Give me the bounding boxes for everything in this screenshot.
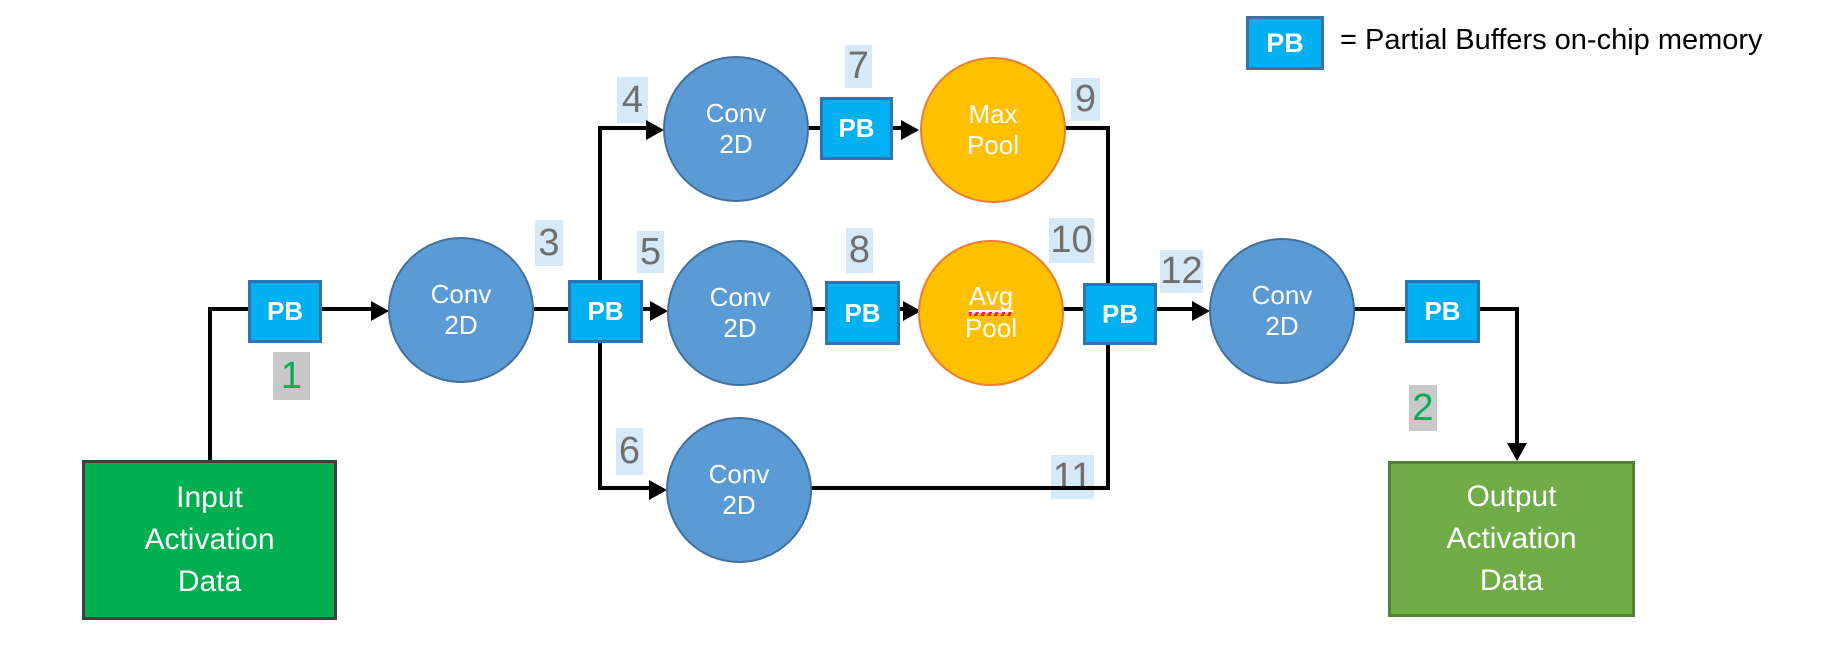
step-badge-8: 8 <box>846 228 873 273</box>
max-pool-label-line1: Max <box>968 99 1018 130</box>
conv2d-node-5: Conv 2D <box>1209 238 1355 384</box>
conv2d-label-line2: 2D <box>719 129 753 159</box>
flow-line-conv3-to-pb4 <box>810 307 827 311</box>
flow-line-pb3-to-maxpool <box>891 126 903 130</box>
pb-node-1: PB <box>248 280 322 343</box>
pb-node-label: PB <box>1424 296 1461 326</box>
legend-pb-label: PB <box>1266 27 1304 58</box>
conv2d-label-line1: Conv <box>1251 280 1313 311</box>
input-activation-box: Input Activation Data <box>82 460 337 620</box>
step-badge-12: 12 <box>1160 250 1203 293</box>
arrowhead-into-output <box>1507 443 1527 461</box>
step-badge-label: 8 <box>848 229 871 271</box>
step-badge-label: 2 <box>1412 386 1434 429</box>
step-badge-2: 2 <box>1409 385 1437 431</box>
conv2d-node-4: Conv 2D <box>666 417 812 563</box>
pb-node-label: PB <box>587 296 624 326</box>
legend-text: = Partial Buffers on-chip memory <box>1340 24 1763 56</box>
conv2d-label-line1: Conv <box>709 282 771 313</box>
input-box-line1: Input <box>176 481 243 514</box>
step-badge-6: 6 <box>616 428 643 475</box>
pb-node-label: PB <box>1101 298 1139 329</box>
pb-node-5: PB <box>1083 283 1157 345</box>
step-badge-label: 5 <box>639 230 662 273</box>
step-badge-label: 1 <box>280 354 303 397</box>
step-badge-9: 9 <box>1071 78 1100 121</box>
flow-line-avgpool-to-pb5 <box>1060 307 1085 311</box>
arrowhead-into-conv2 <box>646 120 664 140</box>
avg-pool-label-line1: Avg <box>968 282 1014 317</box>
arrowhead-into-conv4 <box>649 480 667 500</box>
conv2d-label-line2: 2D <box>722 490 756 520</box>
flow-line-output-down <box>1515 307 1519 445</box>
conv2d-node-2: Conv 2D <box>663 56 809 202</box>
pb-node-2: PB <box>568 280 643 343</box>
pb-node-4: PB <box>825 281 900 345</box>
flow-line-top-branch <box>598 126 648 130</box>
input-box-line2: Activation <box>144 523 275 556</box>
flow-line-pb1-to-conv1 <box>320 307 372 311</box>
output-box-line1: Output <box>1466 480 1557 513</box>
step-badge-label: 12 <box>1160 250 1203 292</box>
avg-pool-node: Avg Pool <box>918 240 1064 386</box>
step-badge-10: 10 <box>1049 218 1094 263</box>
pb-node-label: PB <box>844 297 881 328</box>
arrowhead-into-maxpool <box>901 120 919 140</box>
conv2d-node-1: Conv 2D <box>388 237 534 383</box>
step-badge-label: 3 <box>538 221 560 264</box>
flow-line-input-to-pb1 <box>208 307 250 311</box>
pb-node-label: PB <box>266 296 304 326</box>
pb-node-3: PB <box>820 97 893 160</box>
step-badge-label: 6 <box>618 430 641 472</box>
arrowhead-into-conv3 <box>650 301 668 321</box>
step-badge-5: 5 <box>637 231 664 273</box>
step-badge-11: 11 <box>1051 455 1094 499</box>
flow-line-conv1-to-pb2 <box>531 307 570 311</box>
flow-line-pb4-to-avgpool <box>898 307 906 311</box>
conv2d-label-line1: Conv <box>705 98 767 129</box>
output-activation-box: Output Activation Data <box>1388 461 1635 617</box>
flow-line-conv4-to-merge <box>810 486 1110 490</box>
flow-line-pb5-to-conv5 <box>1155 307 1195 311</box>
arrowhead-into-conv5 <box>1192 301 1210 321</box>
step-badge-label: 11 <box>1052 455 1093 498</box>
arrowhead-into-avgpool <box>903 301 921 321</box>
step-badge-label: 10 <box>1050 219 1093 261</box>
conv2d-label-line2: 2D <box>1265 311 1299 341</box>
step-badge-7: 7 <box>845 45 872 88</box>
step-badge-3: 3 <box>535 220 563 266</box>
step-badge-label: 7 <box>847 45 870 87</box>
legend-pb-icon: PB <box>1246 16 1324 70</box>
flow-line-input-up <box>208 309 212 462</box>
arrowhead-into-conv1 <box>371 301 389 321</box>
flow-line-conv5-to-pb6 <box>1352 307 1407 311</box>
flow-line-maxpool-to-corner <box>1064 126 1110 130</box>
conv2d-label-line2: 2D <box>444 310 478 340</box>
step-badge-1: 1 <box>273 352 310 400</box>
max-pool-label-line2: Pool <box>966 130 1020 160</box>
avg-pool-label-line2: Pool <box>964 312 1018 343</box>
step-badge-label: 4 <box>621 78 644 121</box>
output-box-line3: Data <box>1479 564 1544 597</box>
conv2d-node-3: Conv 2D <box>667 240 813 386</box>
flow-line-pb2-to-conv3 <box>641 307 653 311</box>
pb-node-6: PB <box>1405 280 1480 343</box>
step-badge-4: 4 <box>617 77 648 123</box>
conv2d-label-line1: Conv <box>430 279 492 310</box>
input-box-line3: Data <box>177 565 242 598</box>
conv2d-label-line1: Conv <box>708 459 770 490</box>
flow-line-conv2-to-pb3 <box>808 126 822 130</box>
max-pool-node: Max Pool <box>920 57 1066 203</box>
conv2d-label-line2: 2D <box>723 313 757 343</box>
flow-line-pb6-to-corner <box>1478 307 1519 311</box>
step-badge-label: 9 <box>1074 78 1097 120</box>
flow-line-bottom-branch <box>598 486 652 490</box>
output-box-line2: Activation <box>1446 522 1577 555</box>
pb-node-label: PB <box>838 113 875 143</box>
